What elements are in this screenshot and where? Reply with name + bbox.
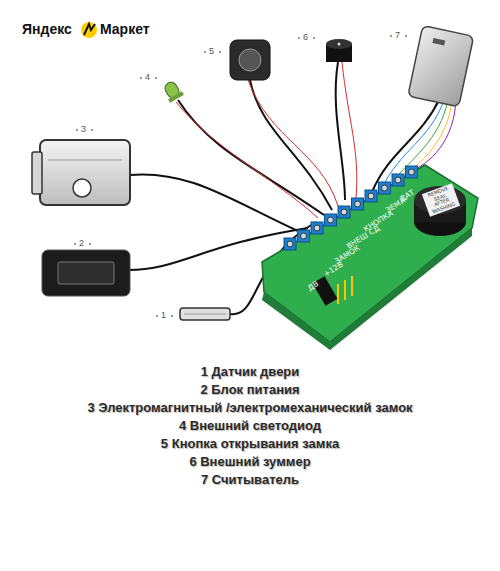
external-buzzer	[326, 39, 352, 62]
callout-number: 1	[161, 310, 166, 320]
legend-line: 1 Датчик двери	[0, 364, 500, 379]
terminal	[365, 190, 377, 202]
logo-text: Маркет	[100, 21, 150, 37]
callout-number: 4	[145, 72, 150, 82]
logo-text: Яндекс	[22, 21, 72, 37]
legend-line: 7 Считыватель	[0, 472, 500, 487]
power-supply	[42, 250, 130, 296]
terminal	[325, 214, 337, 226]
legend-line: 2 Блок питания	[0, 382, 500, 397]
legend-line: 3 Электромагнитный /электромеханический …	[0, 400, 500, 415]
callout-number: 5	[209, 46, 214, 56]
external-led	[161, 79, 184, 103]
terminal	[298, 230, 310, 242]
terminal	[352, 198, 364, 210]
callout-number: 7	[395, 30, 400, 40]
terminal-screw	[301, 233, 307, 239]
terminal-screw	[287, 241, 293, 247]
terminal-screw	[355, 201, 361, 207]
terminal-screw	[368, 193, 374, 199]
card-reader	[408, 26, 474, 107]
callout-number: 6	[303, 32, 308, 42]
callout-number: 2	[79, 238, 84, 248]
controller-board	[262, 165, 478, 350]
terminal	[406, 166, 418, 178]
terminal	[311, 222, 323, 234]
terminal-screw	[382, 185, 388, 191]
exit-button	[230, 40, 270, 80]
legend-line: 5 Кнопка открывания замка	[0, 436, 500, 451]
terminal	[379, 182, 391, 194]
terminal-screw	[328, 217, 334, 223]
terminal	[392, 174, 404, 186]
terminal-screw	[341, 209, 347, 215]
electric-lock	[32, 140, 130, 205]
logo-icon	[81, 22, 97, 38]
terminal-screw	[314, 225, 320, 231]
terminal-screw	[395, 177, 401, 183]
door-sensor	[180, 308, 230, 320]
legend-line: 6 Внешний зуммер	[0, 454, 500, 469]
terminal-screw	[409, 169, 415, 175]
terminal	[338, 206, 350, 218]
terminal	[284, 238, 296, 250]
legend-line: 4 Внешний светодиод	[0, 418, 500, 433]
callout-number: 3	[81, 124, 86, 134]
